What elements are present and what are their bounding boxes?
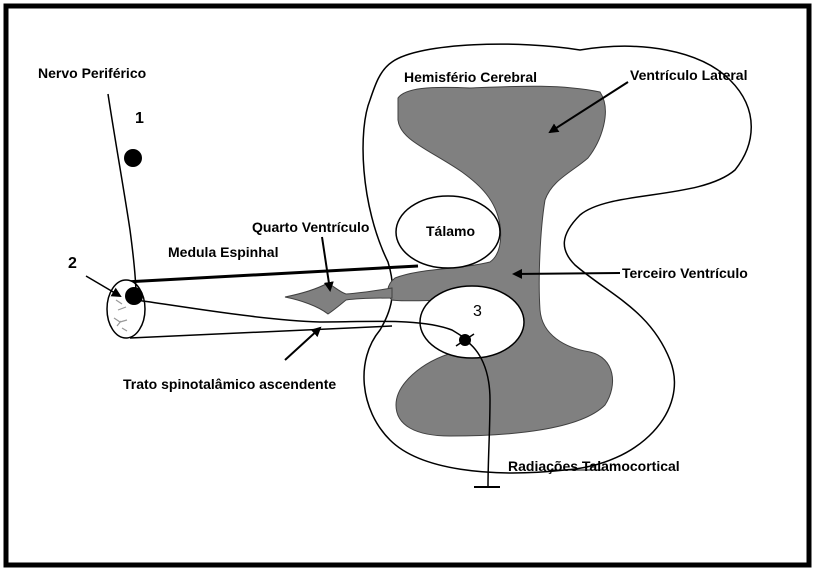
neuron-2-cell-body xyxy=(125,287,143,305)
label-radiacoes-talamocortical: Radiações Talamocortical xyxy=(508,458,680,474)
label-talamo: Tálamo xyxy=(426,223,475,239)
label-quarto-ventriculo: Quarto Ventrículo xyxy=(252,219,369,235)
number-3: 3 xyxy=(473,303,482,320)
arrow-third-ventricle xyxy=(514,273,620,274)
number-2: 2 xyxy=(68,255,77,272)
label-trato-spinotalamico: Trato spinotalâmico ascendente xyxy=(123,376,336,392)
number-1: 1 xyxy=(135,110,144,127)
label-terceiro-ventriculo: Terceiro Ventrículo xyxy=(622,265,748,281)
thalamic-nucleus-circle xyxy=(420,286,524,358)
neuron-1-cell-body xyxy=(124,149,142,167)
label-ventriculo-lateral: Ventrículo Lateral xyxy=(630,67,747,83)
label-hemisferio-cerebral: Hemisfério Cerebral xyxy=(404,69,537,85)
label-nervo-periferico: Nervo Periférico xyxy=(38,65,146,81)
label-medula-espinhal: Medula Espinhal xyxy=(168,244,278,260)
spinal-cord-cross-section xyxy=(107,280,145,338)
